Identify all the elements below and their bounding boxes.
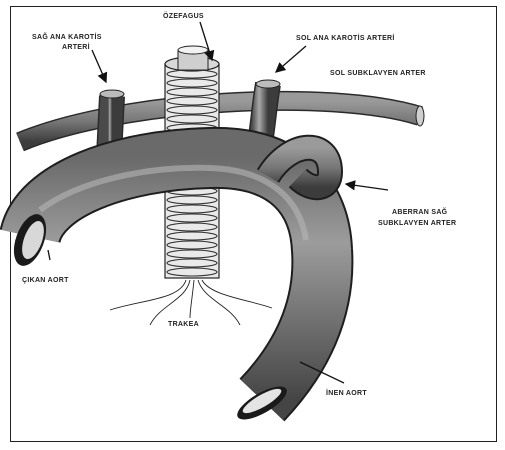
label-aberran-sag: ABERRAN SAĞ: [392, 207, 448, 216]
arrow-icon: [48, 250, 50, 260]
label-inen-aort: İNEN AORT: [326, 389, 367, 397]
label-ozefagus: ÖZEFAGUS: [163, 11, 204, 20]
label-sag-ana-karotis: SAĞ ANA KAROTİS: [32, 32, 102, 41]
label-sol-ana-karotis: SOL ANA KAROTİS ARTERİ: [296, 34, 395, 42]
arrow-icon: [92, 50, 106, 82]
arrow-icon: [346, 184, 388, 190]
label-sag-ana-karotis-arteri: ARTERİ: [62, 43, 90, 51]
label-trakea: TRAKEA: [168, 321, 199, 328]
arrow-icon: [276, 46, 306, 72]
trakea-strands: [110, 280, 272, 325]
label-sol-subklavyen: SOL SUBKLAVYEN ARTER: [330, 70, 426, 77]
label-cikan-aort: ÇIKAN AORT: [22, 277, 69, 284]
label-subklavyen-arter: SUBKLAVYEN ARTER: [378, 220, 456, 227]
